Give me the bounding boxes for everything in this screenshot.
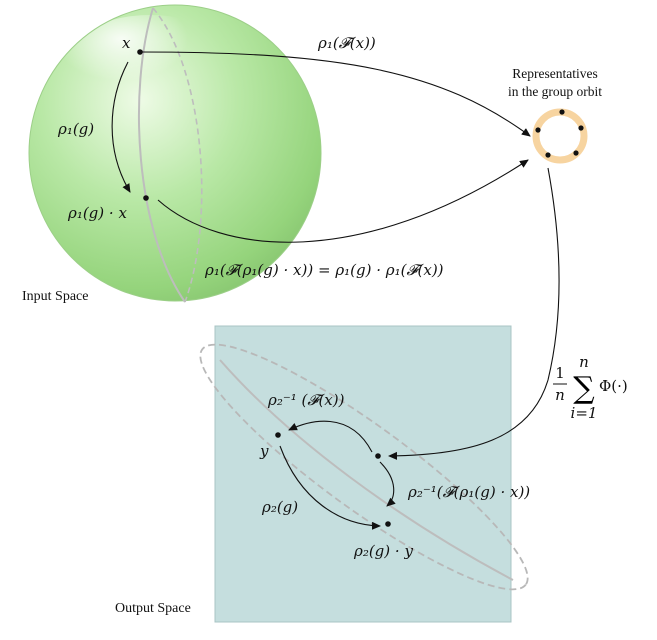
arrow-x-to-orbit [139,51,531,137]
sphere-outline [28,4,322,302]
arrow-y-to-gy [279,445,381,530]
label-input-space: Input Space [22,289,88,304]
label-rho1-g-x: ρ₁(g) · x [67,204,127,222]
average-sum-bottom: i=1 [571,404,598,422]
point-g-x [143,195,149,201]
average-formula: 1 n n ∑ i=1 Φ(·) [553,353,628,422]
label-rho2-g-y: ρ₂(g) · y [353,542,413,560]
orbit-point-3 [573,150,579,156]
label-rho1-g: ρ₁(g) [57,120,94,138]
label-representatives-line1: Representatives [512,66,597,81]
sum-symbol: ∑ [573,371,595,406]
output-space-box [199,325,529,623]
input-sphere [28,4,322,303]
orbit-point-1 [559,109,565,115]
label-equivariance: ρ₁(𝓕(ρ₁(g) · x)) = ρ₁(g) · ρ₁(𝓕(x)) [204,261,444,279]
arrow-orbit-to-output [388,167,560,460]
arrow-mapped-to-y [288,420,373,453]
orbit-point-4 [545,152,551,158]
orbit-point-5 [535,127,541,133]
group-orbit [532,108,588,164]
label-rho2-inv-F-rho1: ρ₂⁻¹(𝓕(ρ₁(g) · x)) [407,483,530,501]
label-representatives-line2: in the group orbit [508,84,602,99]
output-square [214,325,512,623]
output-ellipse-front [219,359,514,581]
orbit-point-2 [578,125,584,131]
arrow-x-to-gx [111,61,131,193]
label-rho2-inv-F-x: ρ₂⁻¹ (𝓕(x)) [267,391,345,409]
sphere-highlight [55,15,245,135]
label-rho2-g: ρ₂(g) [261,498,298,516]
point-g-y [385,521,391,527]
label-y: y [259,442,269,460]
sphere-meridian-front [137,7,186,303]
arrows [111,51,560,530]
label-x: x [122,34,131,52]
arrow-gx-to-orbit [157,159,529,243]
average-denominator: n [555,386,565,404]
label-rho1-F-x: ρ₁(𝓕(x)) [317,34,376,52]
point-mapped [375,453,381,459]
sphere-meridian-back [152,7,203,303]
output-ellipse-back [199,343,529,591]
label-output-space: Output Space [115,601,191,616]
average-phi: Φ(·) [599,377,628,395]
point-y [275,432,281,438]
arrow-mapped-to-gy [379,461,396,507]
average-sum-top: n [579,353,589,371]
average-numerator: 1 [555,364,565,382]
